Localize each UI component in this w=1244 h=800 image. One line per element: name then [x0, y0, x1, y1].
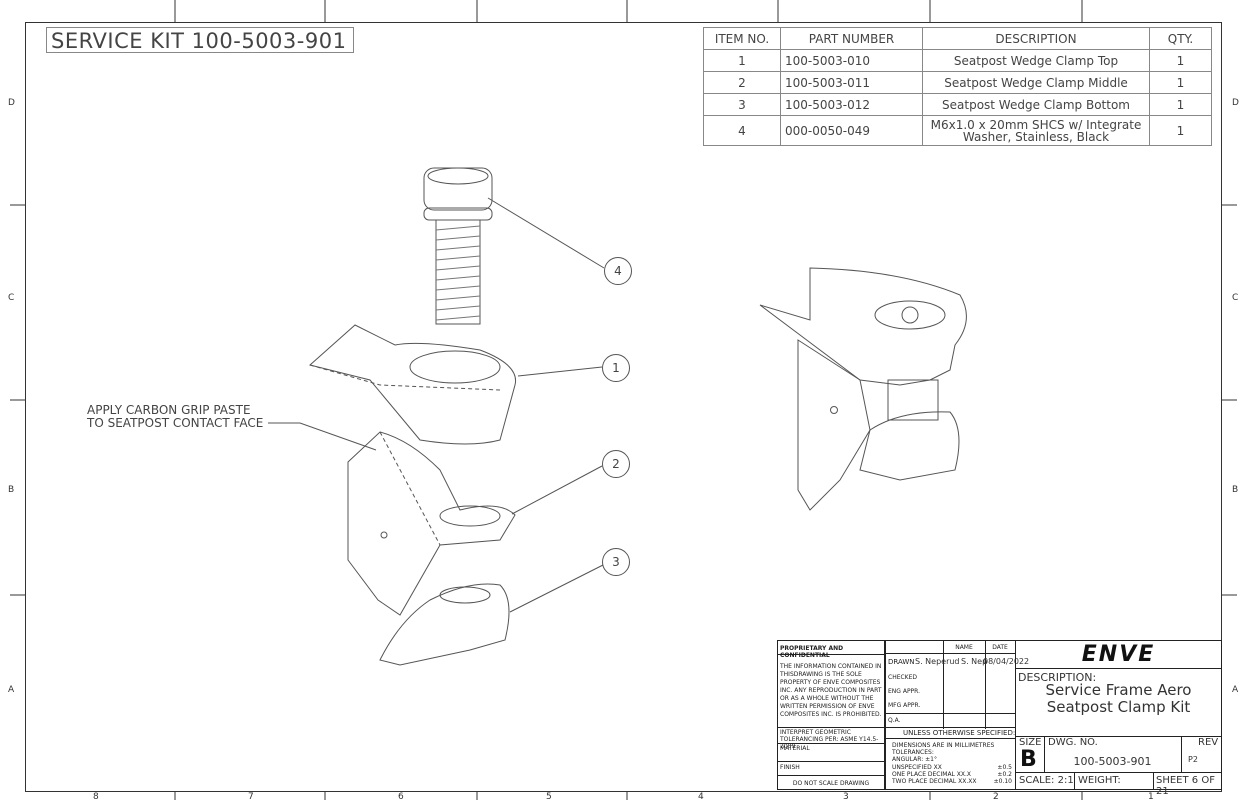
note-line: TO SEATPOST CONTACT FACE [87, 416, 264, 430]
drawn-label: DRAWN [888, 658, 915, 666]
zone-label: 2 [993, 792, 999, 800]
logo-text: ENVE [1081, 642, 1156, 667]
drawn-date: 08/04/2022 [983, 657, 1030, 666]
balloon-item-4: 4 [604, 257, 632, 285]
weight-label: WEIGHT: [1078, 775, 1121, 786]
bom-col-qty: QTY. [1149, 27, 1212, 50]
wedge-clamp-middle [347, 431, 516, 616]
cell: 000-0050-049 [780, 115, 923, 146]
qa-label: Q.A. [888, 717, 901, 724]
cell: 100-5003-010 [780, 49, 923, 72]
zone-label: 5 [546, 792, 552, 800]
zone-label: A [8, 685, 15, 695]
title-block: PROPRIETARY AND CONFIDENTIAL THE INFORMA… [777, 640, 1222, 797]
grip-paste-note: APPLY CARBON GRIP PASTE TO SEATPOST CONT… [87, 404, 263, 430]
tol-label: TWO PLACE DECIMAL XX.XX [892, 778, 977, 785]
zone-ticks [10, 0, 1237, 800]
tol-line: ANGULAR: ±1° [892, 756, 937, 763]
do-not-scale: DO NOT SCALE DRAWING [778, 775, 885, 790]
cell: 1 [1149, 115, 1212, 146]
enve-logo: ENVE [1015, 641, 1222, 669]
balloon-item-1: 1 [602, 354, 630, 382]
zone-label: 3 [843, 792, 849, 800]
balloon-item-3: 3 [602, 548, 630, 576]
cell: Seatpost Wedge Clamp Top [922, 49, 1150, 72]
finish-label: FINISH [778, 761, 885, 775]
zone-label: A [1232, 685, 1239, 695]
scale-label: SCALE: 2:1 [1019, 775, 1074, 786]
tolerance-rows: UNSPECIFIED XX ±0.5 ONE PLACE DECIMAL XX.… [892, 764, 1012, 785]
description-value: Service Frame Aero Seatpost Clamp Kit [1015, 682, 1222, 716]
sheet-label: SHEET 6 OF 21 [1156, 775, 1215, 797]
drawn-name-overlap: S. Nep [961, 657, 988, 666]
assembled-clamp-view [759, 267, 967, 511]
tol-label: UNSPECIFIED XX [892, 764, 942, 771]
interpret-label: INTERPRET GEOMETRIC TOLERANCING PER: ASM… [778, 727, 885, 750]
zone-label: B [1232, 485, 1239, 495]
bolt-part [423, 167, 493, 325]
zone-label: D [8, 98, 15, 108]
zone-label: C [8, 293, 15, 303]
cell: Seatpost Wedge Clamp Middle [922, 71, 1150, 94]
rev-value: P2 [1188, 755, 1198, 764]
size-label: SIZE [1019, 737, 1042, 748]
checked-label: CHECKED [888, 674, 918, 681]
service-kit-title: SERVICE KIT 100-5003-901 [46, 27, 354, 53]
zone-label: 6 [398, 792, 404, 800]
unless-specified: UNLESS OTHERWISE SPECIFIED: [903, 729, 1016, 737]
dwg-no-label: DWG. NO. [1048, 737, 1098, 748]
cell: 4 [703, 115, 781, 146]
drawn-name: S. Neperud [915, 657, 960, 666]
zone-label: 8 [93, 792, 99, 800]
name-header: NAME [955, 644, 973, 651]
dwg-no-value: 100-5003-901 [1073, 755, 1152, 768]
zone-label: 1 [1148, 792, 1154, 800]
balloon-leaders [268, 197, 605, 613]
rev-label: REV [1198, 737, 1219, 748]
approval-grid: NAME DATE DRAWN S. Neperud S. Nep 08/04/… [885, 641, 1045, 729]
tol-value: ±0.2 [997, 771, 1012, 778]
tol-label: ONE PLACE DECIMAL XX.X [892, 771, 972, 778]
description-line: Service Frame Aero [1045, 681, 1192, 699]
description-label: DESCRIPTION: [1018, 671, 1097, 684]
eng-appr-label: ENG APPR. [888, 688, 921, 695]
bom-col-item: ITEM NO. [703, 27, 781, 50]
description-line: Seatpost Clamp Kit [1046, 698, 1191, 716]
wedge-clamp-top [308, 324, 517, 445]
balloon-item-2: 2 [602, 450, 630, 478]
size-value: B [1020, 747, 1037, 772]
zone-label: 7 [248, 792, 254, 800]
tol-line: TOLERANCES: [892, 749, 934, 756]
tol-value: ±0.5 [997, 764, 1012, 771]
note-line: APPLY CARBON GRIP PASTE [87, 403, 251, 417]
date-header: DATE [992, 644, 1008, 651]
cell: 100-5003-011 [780, 71, 923, 94]
proprietary-heading: PROPRIETARY AND CONFIDENTIAL [778, 641, 885, 659]
cell: 100-5003-012 [780, 93, 923, 116]
wedge-clamp-bottom [379, 583, 510, 666]
cell: M6x1.0 x 20mm SHCS w/ Integrate Washer, … [922, 115, 1150, 146]
zone-label: B [8, 485, 15, 495]
zone-label: C [1232, 293, 1239, 303]
tol-value: ±0.10 [993, 778, 1012, 785]
proprietary-text: THE INFORMATION CONTAINED IN THISDRAWING… [778, 655, 885, 727]
tol-line: DIMENSIONS ARE IN MILLIMETRES [892, 742, 995, 749]
bom-header: ITEM NO. PART NUMBER DESCRIPTION QTY. [703, 27, 1212, 50]
material-label: MATERIAL [778, 743, 885, 761]
mfg-appr-label: MFG APPR. [888, 702, 921, 709]
zone-label: 4 [698, 792, 704, 800]
drawing-border [25, 22, 1222, 792]
tolerance-block: DIMENSIONS ARE IN MILLIMETRES TOLERANCES… [892, 742, 994, 763]
zone-label: D [1232, 98, 1239, 108]
